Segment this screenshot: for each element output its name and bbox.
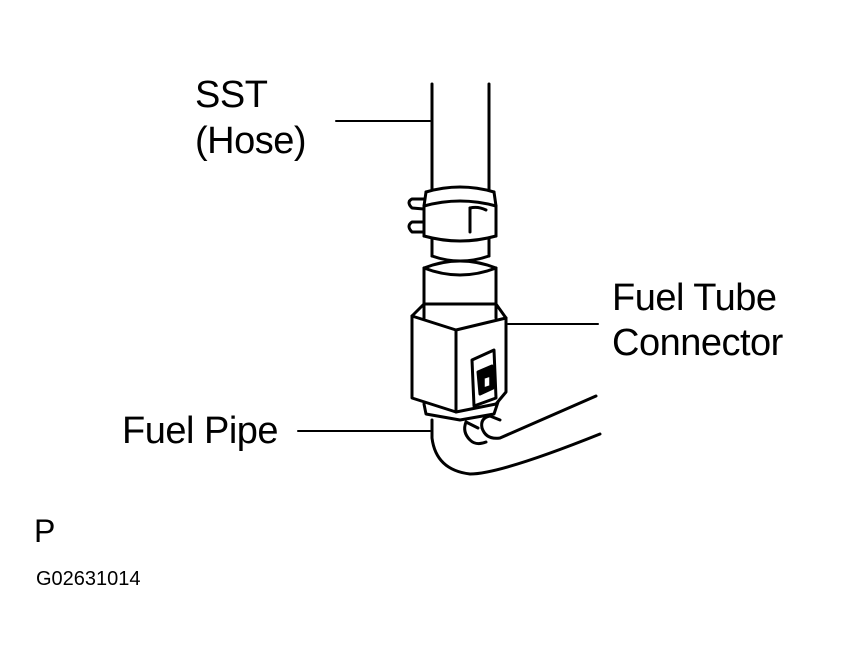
figure-code: G02631014 <box>36 568 141 590</box>
fuel-pipe-label: Fuel Pipe <box>122 410 279 452</box>
fuel-pipe <box>430 394 602 476</box>
section-marker: P <box>34 513 56 549</box>
connector-body <box>410 302 508 422</box>
hose-label: (Hose) <box>195 120 307 162</box>
hose-clamp <box>407 185 498 263</box>
leader-lines <box>297 120 599 432</box>
connector-neck <box>422 259 498 320</box>
connector-label: Connector <box>612 322 783 364</box>
fuel-tube-label: Fuel Tube <box>612 277 777 319</box>
sst-hose <box>430 82 491 192</box>
sst-label: SST <box>195 74 268 116</box>
